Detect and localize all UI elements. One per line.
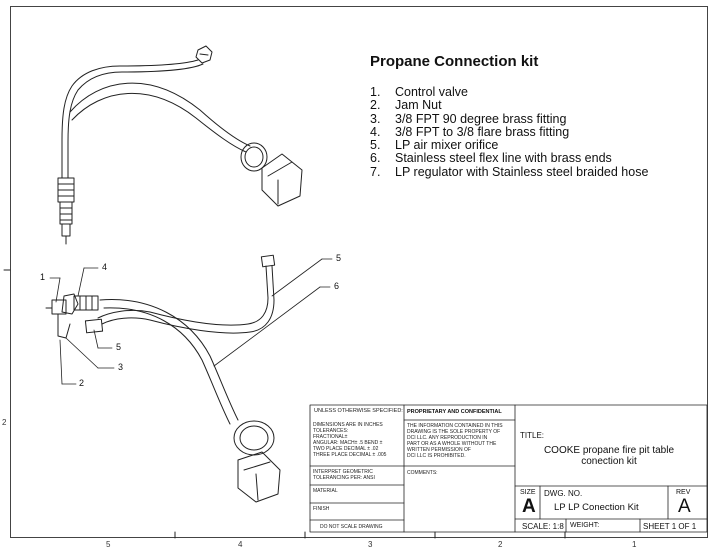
balloon-2: 2	[79, 378, 85, 388]
zone-number: 3	[368, 540, 373, 549]
zone-number: 2	[498, 540, 503, 549]
list-item: 2.Jam Nut	[370, 98, 442, 113]
tb-dimensions: DIMENSIONS ARE IN INCHES	[313, 422, 383, 428]
tb-info-1: THE INFORMATION CONTAINED IN THIS	[407, 423, 503, 429]
tb-size: A	[522, 496, 536, 517]
tb-tolerancing: TOLERANCING PER: ANSI	[313, 475, 375, 481]
top-assembly	[57, 45, 303, 245]
tb-weight: WEIGHT:	[570, 522, 600, 529]
balloon-1: 1	[40, 272, 46, 282]
title-block-lines	[309, 404, 708, 533]
tb-proprietary: PROPRIETARY AND CONFIDENTIAL	[407, 409, 502, 415]
list-item: 3.3/8 FPT 90 degree brass fitting	[370, 111, 567, 126]
list-item: 1.Control valve	[370, 85, 468, 99]
tb-material: MATERIAL	[313, 488, 338, 494]
zone-number: 4	[238, 540, 243, 549]
tb-title-label: TITLE:	[520, 431, 545, 440]
tb-rev: A	[678, 496, 691, 517]
tb-three-place: THREE PLACE DECIMAL ± .005	[313, 452, 387, 458]
tb-fractional: FRACTIONAL±	[313, 434, 348, 440]
tb-dwg-no: LP LP Conection Kit	[554, 502, 639, 513]
balloon-3: 3	[118, 362, 124, 372]
tb-angular: ANGULAR: MACH± .5 BEND ±	[313, 440, 383, 446]
zone-number-side: 2	[2, 418, 7, 427]
list-item: 6.Stainless steel flex line with brass e…	[370, 151, 612, 166]
list-item: 7.LP regulator with Stainless steel brai…	[370, 164, 649, 179]
balloon-5-orifice: 5	[336, 253, 342, 263]
tb-scale: SCALE: 1:8	[522, 522, 564, 531]
tb-do-not-scale: DO NOT SCALE DRAWING	[320, 524, 383, 530]
tb-tolerances: TOLERANCES:	[313, 428, 349, 434]
tb-interpret: INTERPRET GEOMETRIC	[313, 469, 373, 475]
tb-info-3: DCI LLC. ANY REPRODUCTION IN	[407, 435, 488, 441]
drawing-frame	[10, 6, 708, 538]
tb-title-line2: conection kit	[581, 456, 637, 467]
leader-lines	[49, 258, 333, 385]
balloon-4: 4	[102, 262, 108, 272]
page-title: Propane Connection kit	[370, 53, 539, 70]
tb-unless: UNLESS OTHERWISE SPECIFIED:	[314, 408, 403, 414]
parts-list: 1.Control valve 2.Jam Nut 3.3/8 FPT 90 d…	[370, 85, 685, 179]
tb-comments: COMMENTS:	[407, 470, 438, 476]
tb-info-5: WRITTEN PERMISSION OF	[407, 447, 471, 453]
list-item: 5.LP air mixer orifice	[370, 138, 499, 153]
tb-title-line1: COOKE propane fire pit table	[543, 445, 675, 456]
tb-dwg-label: DWG. NO.	[544, 489, 583, 498]
zone-number: 5	[106, 540, 111, 549]
tb-info-2: DRAWING IS THE SOLE PROPERTY OF	[407, 429, 501, 435]
tb-rev-label: REV	[676, 489, 691, 496]
tb-info-6: DCI LLC IS PROHIBITED.	[407, 453, 466, 459]
tb-info-4: PART OR AS A WHOLE WITHOUT THE	[407, 441, 497, 447]
zone-number: 1	[632, 540, 637, 549]
tb-finish: FINISH	[313, 506, 330, 512]
tb-sheet: SHEET 1 OF 1	[643, 522, 697, 531]
balloon-6: 6	[334, 281, 340, 291]
balloon-5: 5	[116, 342, 122, 352]
tb-two-place: TWO PLACE DECIMAL ± .02	[313, 446, 379, 452]
exploded-assembly	[45, 254, 281, 503]
list-item: 4.3/8 FPT to 3/8 flare brass fitting	[370, 124, 570, 139]
tb-size-label: SIZE	[520, 489, 536, 496]
